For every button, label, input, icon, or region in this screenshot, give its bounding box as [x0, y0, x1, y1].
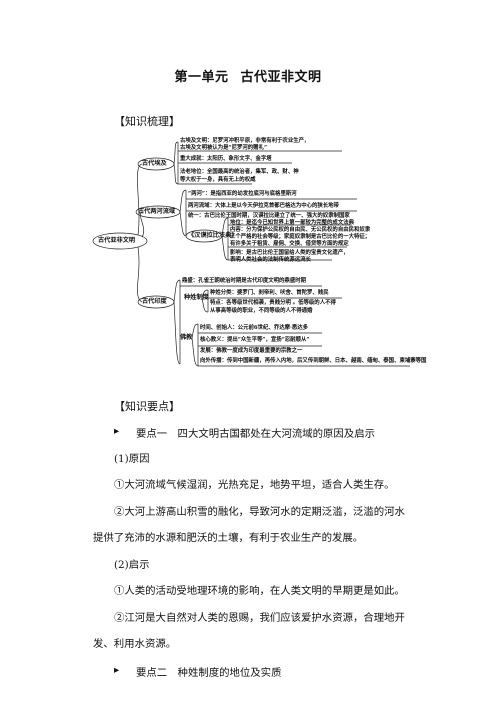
- egypt-line-4: 法老地位：全国最高的统治者，集军、政、财、神: [180, 169, 299, 175]
- code-of-hammurabi: 《汉谟拉比法典》: [188, 232, 238, 239]
- insight-2b: 发、利用水资源。: [93, 638, 177, 650]
- mind-map-root: 古代亚非文明: [98, 237, 136, 244]
- code-line-5: 影响：是古巴比伦王国留给人类的宝贵文化遗产，: [230, 250, 349, 256]
- cause-label: (1)原因: [114, 453, 150, 465]
- section-points-heading: 【知识要点】: [114, 400, 180, 413]
- buddhism: 佛教: [180, 334, 193, 341]
- code-line-1: 地位：是迄今已知世界上第一部较为完整的成文法典: [230, 220, 354, 226]
- cause-2b: 提供了充沛的水源和肥沃的土壤，有利于农业生产的发展。: [93, 532, 364, 544]
- mind-map-lines: [92, 141, 410, 367]
- meso-line-2: 两河流域：大体上是以今天伊拉克首都巴格达为中心的狭长地带: [188, 203, 339, 209]
- meso-line-3: 统一：古巴比伦王国时期，汉谟拉比建立了统一、强大的奴隶制国家: [188, 213, 350, 219]
- branch-egypt: 古代埃及: [142, 160, 167, 167]
- meso-line-1: “两河”：是指西亚的幼发拉底河与底格里斯河: [188, 191, 297, 197]
- code-line-3: 三个严格的社会等级；家庭奴隶制是古巴比伦的一大特征；: [230, 234, 371, 240]
- caste-system: 种姓制度: [184, 294, 209, 301]
- bullet-2: ▸: [114, 664, 120, 676]
- egypt-line-2: 古埃及文明被认为是“尼罗河的赠礼”: [180, 145, 268, 151]
- section-outline-heading: 【知识梳理】: [114, 115, 180, 128]
- cause-1: ①大河流域气候湿润，光热充足，地势平坦，适合人类生存。: [114, 479, 395, 491]
- code-line-4: 有许多关于租赁、雇佣、交换、借贷等方面的规定: [230, 241, 349, 247]
- egypt-line-5: 等大权于一身，具有无上的权威: [180, 177, 256, 183]
- code-line-6: 表明人类社会的法制传统源远流长: [230, 257, 311, 263]
- buddhism-line-3: 发展：佛教一度成为印度最重要的宗教之一: [200, 348, 303, 354]
- bullet-1: ▸: [114, 425, 120, 437]
- caste-line-3: 从事高等级的职业，不同等级的人不得通婚: [210, 308, 313, 314]
- title-topic: 古代亚非文明: [240, 70, 322, 85]
- caste-line-2: 特点：各等级世代相袭，贵贱分明 。低等级的人不得: [210, 300, 336, 306]
- egypt-line-1: 古埃及文明：尼罗河冲积平原，非常有利于农业生产，: [180, 138, 310, 144]
- mind-map: 古代亚非文明 古代埃及 古埃及文明：尼罗河冲积平原，非常有利于农业生产， 古埃及…: [92, 136, 426, 382]
- page-title: 第一单元古代亚非文明: [0, 66, 496, 85]
- cause-2a: ②大河上游高山积雪的融化，导致河水的定期泛滥，泛滥的河水: [114, 506, 405, 518]
- branch-mesopotamia: 古代两河流域: [138, 208, 176, 215]
- caste-line-1: 种姓分类：婆罗门、刹帝利、吠舍、首陀罗、贱民: [210, 290, 329, 296]
- insight-1: ①人类的活动受地理环境的影响，在人类文明的早期更是如此。: [114, 585, 405, 597]
- branch-india: 古代印度: [142, 298, 167, 305]
- insight-2a: ②江河是大自然对人类的恩赐，我们应该爱护水资源，合理地开: [114, 612, 405, 624]
- egypt-line-3: 重大成就：太阳历、象形文字、金字塔: [180, 156, 272, 162]
- india-top-line: 鼎盛：孔雀王朝统治时期是古代印度文明的鼎盛时期: [182, 278, 306, 284]
- code-line-2: 内容：分为保护公民权的自由民、无公民权的自由民和奴隶: [230, 227, 371, 233]
- insight-label: (2)启示: [114, 559, 150, 571]
- buddhism-line-4: 向外传播：传到中国新疆，再传入内地，后又传到朝鲜、日本、越南、缅甸、泰国、柬埔寨…: [200, 358, 427, 364]
- point-1-title: 要点一 四大文明古国都处在大河流域的原因及启示: [136, 428, 375, 440]
- buddhism-line-1: 时间、创始人：公元前6世纪、乔达摩·悉达多: [200, 325, 309, 331]
- point-2-title: 要点二 种姓制度的地位及实质: [136, 667, 282, 679]
- buddhism-line-2: 核心教义：提出“众生平等”，宣扬“忍耐顺从”: [200, 337, 310, 343]
- title-unit: 第一单元: [174, 70, 229, 85]
